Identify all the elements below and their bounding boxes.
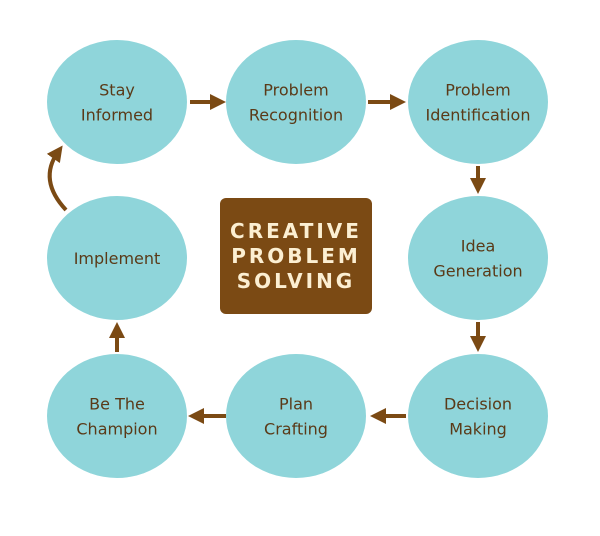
node-label: Champion: [76, 420, 157, 439]
node-circle: [226, 354, 366, 478]
node-label: Crafting: [264, 420, 328, 439]
center-title-box: CREATIVE PROBLEM SOLVING: [220, 198, 372, 314]
node-label: Be The: [89, 395, 145, 414]
node-implement: Implement: [47, 196, 187, 320]
node-label: Plan: [279, 395, 313, 414]
node-circle: [408, 196, 548, 320]
node-label: Implement: [74, 249, 161, 268]
node-label: Decision: [444, 395, 512, 414]
node-label: Generation: [433, 262, 522, 281]
node-circle: [408, 40, 548, 164]
title-line-1: CREATIVE: [230, 219, 362, 243]
node-label: Making: [449, 420, 507, 439]
node-label: Informed: [81, 106, 153, 125]
node-circle: [226, 40, 366, 164]
node-label: Identification: [426, 106, 531, 125]
node-label: Problem: [445, 81, 510, 100]
node-label: Recognition: [249, 106, 343, 125]
node-label: Idea: [461, 237, 496, 256]
node-label: Stay: [99, 81, 135, 100]
node-label: Problem: [263, 81, 328, 100]
title-line-2: PROBLEM: [231, 244, 361, 268]
node-circle: [47, 40, 187, 164]
title-line-3: SOLVING: [237, 269, 355, 293]
node-circle: [47, 196, 187, 320]
arrow-curved-implement-to-stay-informed: [46, 145, 68, 212]
nodes: StayInformedProblemRecognitionProblemIde…: [47, 40, 548, 478]
node-circle: [47, 354, 187, 478]
node-circle: [408, 354, 548, 478]
arrows: [46, 94, 486, 424]
